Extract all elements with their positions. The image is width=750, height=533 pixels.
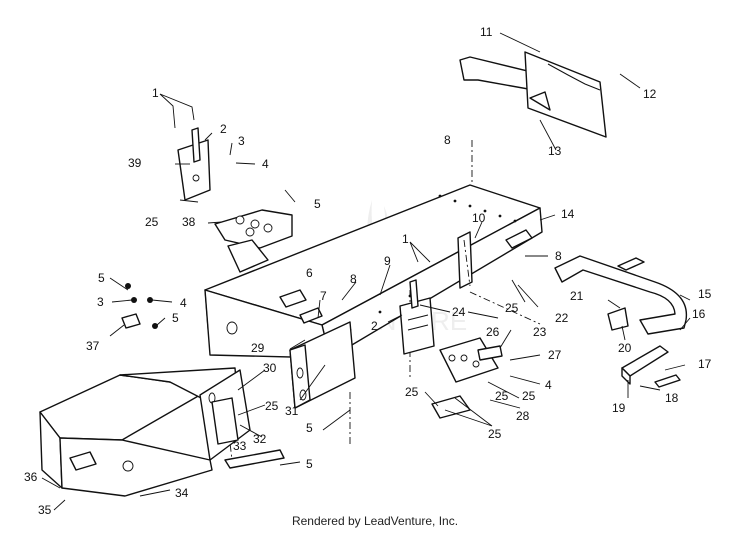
rear-bracket [459,51,607,138]
bracket-38 [214,209,293,273]
bracket-26-assembly [431,337,503,419]
callout-4: 4 [545,378,552,392]
callout-24: 24 [452,305,466,319]
callout-11: 11 [480,25,493,39]
small-parts-left [121,283,158,329]
callout-2: 2 [220,122,227,136]
callout-29: 29 [251,341,265,355]
callout-8: 8 [444,133,451,147]
callout-15: 15 [698,287,712,301]
callout-20: 20 [618,341,632,355]
callout-16: 16 [692,307,706,321]
callout-1: 1 [152,86,159,100]
callout-18: 18 [665,391,679,405]
callout-5: 5 [306,457,313,471]
callout-2: 2 [371,319,378,333]
bumper [554,255,688,335]
callout-8: 8 [555,249,562,263]
callout-25: 25 [495,389,509,403]
front-frame [39,367,285,497]
main-frame [204,184,543,359]
callout-5: 5 [172,311,179,325]
rear-plate [457,231,473,289]
callout-3: 3 [238,134,245,148]
callout-7: 7 [320,289,327,303]
callout-34: 34 [175,486,189,500]
callout-17: 17 [698,357,712,371]
callout-6: 6 [306,266,313,280]
footrest [621,345,681,388]
callout-25: 25 [265,399,279,413]
callout-labels: 1 1 2 2 3 3 4 4 4 5 5 5 5 5 6 7 8 8 8 9 … [24,25,712,517]
callout-27: 27 [548,348,562,362]
callout-4: 4 [180,296,187,310]
callout-1: 1 [402,232,409,246]
callout-28: 28 [516,409,530,423]
callout-5: 5 [98,271,105,285]
callout-5: 5 [306,421,313,435]
callout-37: 37 [86,339,100,353]
control-bracket-24 [399,279,435,355]
callout-36: 36 [24,470,38,484]
callout-25: 25 [522,389,536,403]
callout-8: 8 [350,272,357,286]
callout-22: 22 [555,311,569,325]
rendered-by-caption: Rendered by LeadVenture, Inc. [291,514,459,528]
callout-32: 32 [253,432,267,446]
callout-21: 21 [570,289,584,303]
callout-14: 14 [561,207,575,221]
callout-9: 9 [384,254,391,268]
callout-13: 13 [548,144,562,158]
callout-35: 35 [38,503,52,517]
callout-5: 5 [314,197,321,211]
callout-30: 30 [263,361,277,375]
callout-10: 10 [472,211,486,225]
callout-12: 12 [643,87,657,101]
callout-25: 25 [505,301,519,315]
callout-31: 31 [285,404,299,418]
callout-19: 19 [612,401,626,415]
callout-25: 25 [145,215,159,229]
callout-3: 3 [97,295,104,309]
callout-38: 38 [182,215,196,229]
callout-39: 39 [128,156,142,170]
callout-26: 26 [486,325,500,339]
leader-lines [41,32,691,511]
callout-25: 25 [488,427,502,441]
pedal-assembly-39 [177,127,211,201]
callout-33: 33 [233,439,247,453]
callout-4: 4 [262,157,269,171]
callout-23: 23 [533,325,547,339]
callout-25: 25 [405,385,419,399]
